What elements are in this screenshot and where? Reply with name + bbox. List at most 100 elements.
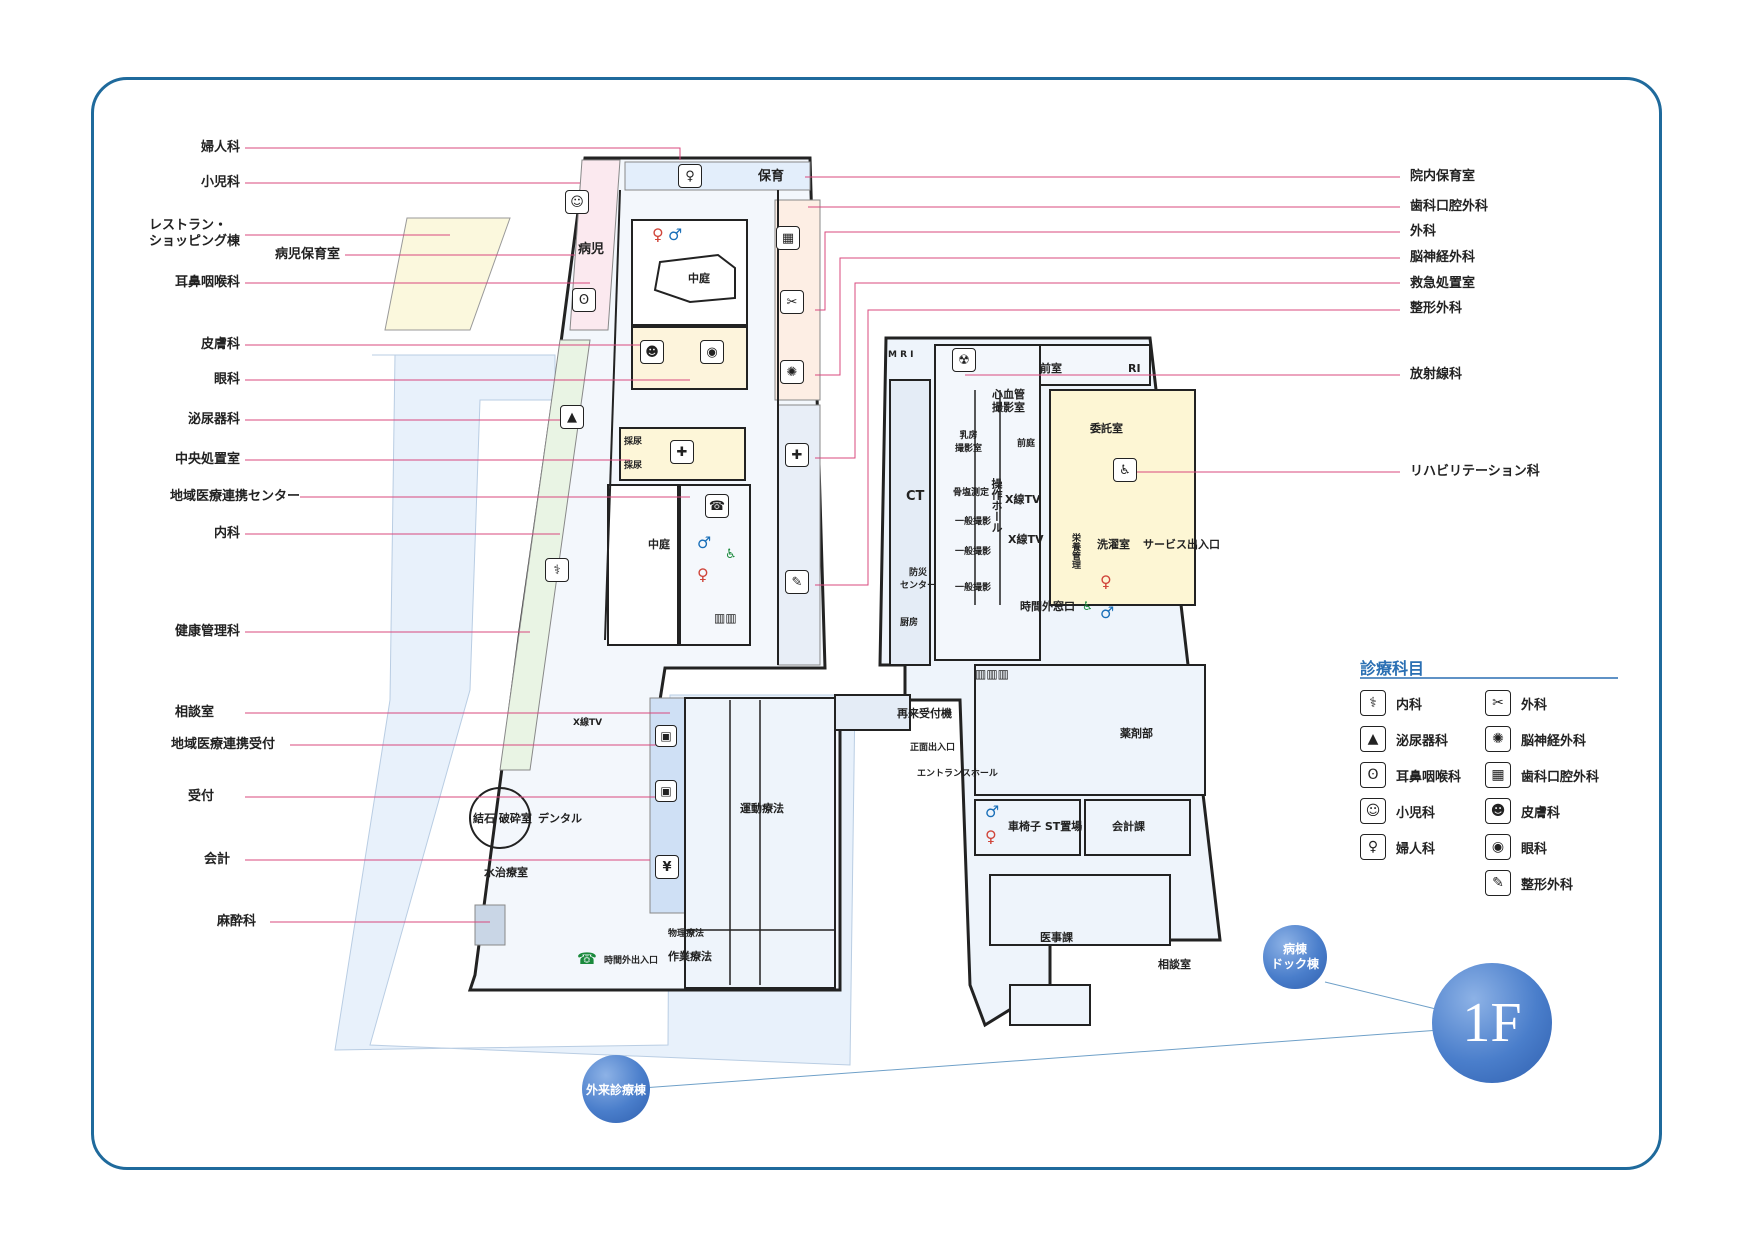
- room-xray-tv-3: 時間外窓口: [1020, 600, 1075, 613]
- restroom-men-icon: ♂: [697, 533, 712, 552]
- pediatrics-map-icon: ☺: [565, 190, 589, 214]
- surgery-icon: ✂: [1485, 690, 1511, 716]
- surgery-map-icon: ✂: [780, 290, 804, 314]
- room-general-xray-3: 一般撮影: [955, 583, 992, 593]
- legend-item-dental: ▦歯科口腔外科: [1485, 762, 1599, 788]
- restroom-women-icon: ♀: [985, 827, 997, 846]
- legend-item-dermatology: ☻皮膚科: [1485, 798, 1560, 824]
- label-orthopedics: 整形外科: [1410, 301, 1463, 316]
- legend-item-ophthalmology: ◉眼科: [1485, 834, 1547, 860]
- restroom-women-icon: ♀: [652, 225, 664, 244]
- room-dental-xray: 厨房: [900, 618, 919, 628]
- leader-lines-right: [805, 176, 1400, 586]
- badge-connectors: [614, 981, 1441, 1091]
- ent-map-icon: ʘ: [572, 288, 596, 312]
- orthopedics-map-icon: ✎: [785, 570, 809, 594]
- room-operation-hall: 操作ホール: [990, 478, 1003, 533]
- room-courtyard-lower: 中庭: [648, 538, 670, 551]
- accessible-restroom-icon: ♿: [1082, 599, 1093, 613]
- left-corridor: [499, 339, 591, 771]
- internal-medicine-icon: ⚕: [1360, 690, 1386, 716]
- room-courtyard-upper: 中庭: [688, 272, 710, 285]
- room-lithotripsy: 防災 センター: [900, 568, 937, 591]
- room-sampling-2: 採尿: [624, 461, 643, 471]
- room-angiography: 心血管 撮影室: [992, 388, 1025, 414]
- ophthalmology-map-icon: ◉: [700, 340, 724, 364]
- reception-desk-icon: ▣: [655, 780, 677, 802]
- legend-title: 診療科目: [1360, 659, 1425, 678]
- urology-map-icon: ▲: [560, 405, 584, 429]
- restroom-women-icon: ♀: [697, 565, 709, 584]
- room-ct: CT: [906, 489, 925, 504]
- nutrition-room: [1084, 799, 1191, 856]
- emergency-map-icon: ✚: [785, 443, 809, 467]
- room-nursery: 保育: [758, 169, 785, 184]
- elevator-icon: ▥▥▥: [975, 667, 1010, 681]
- room-nutrition-management: 会計課: [1112, 820, 1145, 833]
- room-after-hours-entrance: 再来受付機: [897, 707, 952, 720]
- label-restaurant-shopping: レストラン・ ショッピング棟: [148, 218, 240, 249]
- legend-item-orthopedics: ✎整形外科: [1485, 870, 1573, 896]
- regional-center-map-icon: ☎: [705, 494, 729, 518]
- label-regional-reception: 地域医療連携受付: [170, 737, 275, 752]
- room-exercise-therapy: 委託室: [1090, 422, 1123, 435]
- label-regional-center: 地域医療連携センター: [169, 489, 300, 504]
- gynecology-map-icon: ♀: [678, 164, 702, 188]
- room-hydrotherapy: 栄養管理: [1070, 533, 1080, 569]
- elevator-icon: ▥▥: [714, 611, 737, 625]
- room-xray-tv-2: X線TV: [1008, 533, 1044, 546]
- label-pediatrics: 小児科: [200, 175, 240, 190]
- nursery-area: [624, 161, 811, 191]
- kitchen-area: [974, 664, 1206, 796]
- room-ri: RI: [1128, 362, 1141, 375]
- label-gynecology: 婦人科: [200, 140, 240, 155]
- reception-machine-icon: ▣: [655, 725, 677, 747]
- label-consultation: 相談室: [174, 705, 214, 720]
- label-in-house-nursery: 院内保育室: [1410, 169, 1476, 184]
- ward-dock-building-badge[interactable]: 病棟 ドック棟: [1263, 925, 1327, 989]
- outpatient-building-badge[interactable]: 外来診療棟: [582, 1055, 650, 1123]
- consignment-room: [974, 799, 1081, 856]
- restroom-men-icon: ♂: [668, 225, 683, 244]
- room-disaster-center: エントランスホール: [917, 769, 998, 779]
- rehabilitation-map-icon: ♿: [1113, 458, 1137, 482]
- main-entrance-circle: [469, 787, 531, 849]
- room-anteroom: 前室: [1040, 362, 1062, 375]
- room-laundry: 医事課: [1040, 931, 1073, 944]
- label-central-treatment: 中央処置室: [174, 452, 240, 467]
- dermatology-icon: ☻: [1485, 798, 1511, 824]
- label-health-management: 健康管理科: [174, 624, 240, 639]
- room-accounting: 物理療法: [668, 929, 705, 939]
- ent-icon: ʘ: [1360, 762, 1386, 788]
- label-internal-medicine: 内科: [213, 526, 240, 541]
- room-general-xray-2: 一般撮影: [955, 547, 992, 557]
- label-radiology: 放射線科: [1410, 367, 1463, 382]
- label-ophthalmology: 眼科: [213, 372, 240, 387]
- room-bone-density: 骨塩測定: [953, 488, 990, 498]
- room-wheelchair-storage: 水治療室: [484, 866, 528, 879]
- label-surgery: 外科: [1410, 224, 1437, 239]
- service-gate: [1009, 984, 1091, 1026]
- label-sick-child-care: 病児保育室: [274, 247, 340, 262]
- legend-item-neurosurgery: ✺脳神経外科: [1485, 726, 1586, 752]
- accessible-restroom-icon: ♿: [725, 547, 737, 562]
- dental-icon: ▦: [1485, 762, 1511, 788]
- room-xray-tv-1: X線TV: [1005, 493, 1041, 506]
- room-mri: M R I: [888, 350, 914, 360]
- orthopedics-icon: ✎: [1485, 870, 1511, 896]
- urology-icon: ▲: [1360, 726, 1386, 752]
- room-consultation-small: 時間外出入口: [604, 956, 659, 966]
- label-urology: 泌尿器科: [187, 412, 240, 427]
- radiology-corridor: [889, 379, 931, 666]
- label-cashier: 会計: [203, 852, 230, 867]
- room-after-hours-window: 正面出入口: [910, 743, 956, 753]
- pediatrics-icon: ☺: [1360, 798, 1386, 824]
- room-sampling-1: 採尿: [624, 437, 643, 447]
- legend-item-urology: ▲泌尿器科: [1360, 726, 1448, 752]
- room-general-xray-1: 一般撮影: [955, 517, 992, 527]
- legend-item-internal-medicine: ⚕内科: [1360, 690, 1422, 716]
- room-mammography: 乳房 撮影室: [955, 431, 983, 454]
